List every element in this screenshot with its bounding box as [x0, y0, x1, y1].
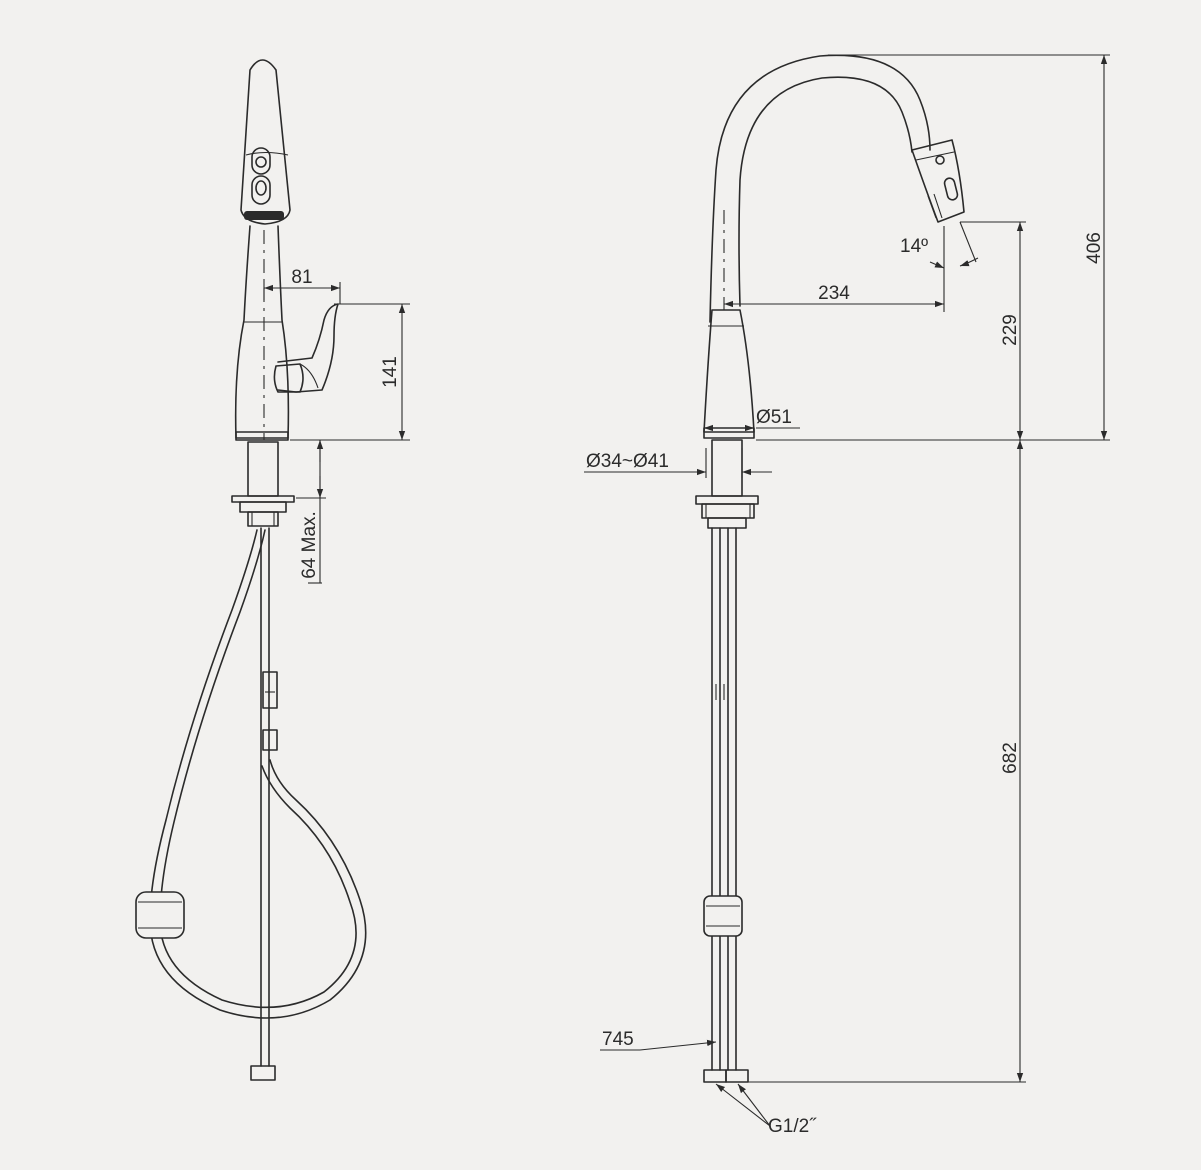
- front-connector-nut-left: [703, 1069, 727, 1083]
- front-hose-weight: [703, 895, 743, 937]
- dim-handle-reach: 81: [291, 267, 312, 288]
- front-shank: [711, 439, 743, 497]
- dim-total-height: 406: [1084, 232, 1105, 264]
- front-deck-plate: [695, 495, 759, 505]
- side-faucet-body: [234, 225, 290, 439]
- front-spray-head: [911, 139, 965, 223]
- side-hose-weight: [135, 891, 185, 939]
- dim-deck-thickness: 64 Max.: [299, 511, 320, 579]
- front-connector-nut-right: [725, 1069, 749, 1083]
- dim-outlet-height: 229: [1000, 314, 1021, 346]
- dim-connection-thread: G1/2˝: [768, 1116, 817, 1137]
- dim-below-deck-length: 682: [1000, 742, 1021, 774]
- dim-hole-diameter: Ø34~Ø41: [586, 451, 669, 472]
- dim-body-diameter: Ø51: [756, 407, 792, 428]
- side-spray-head: [240, 59, 291, 225]
- side-hose-loop: [149, 529, 367, 1019]
- front-view-dimensions: 406 229 682 234 14º Ø51 Ø34~Ø41 745: [584, 54, 1110, 1137]
- dim-hose-length: 745: [602, 1029, 634, 1050]
- side-connector-nut: [250, 1065, 276, 1081]
- side-deck-plate: [231, 495, 295, 503]
- side-view: [135, 59, 367, 1081]
- front-spout: [709, 54, 931, 323]
- side-view-dimensions: 81 141 64 Max.: [263, 267, 410, 584]
- front-faucet-body: [703, 309, 755, 433]
- dim-spout-reach: 234: [818, 283, 850, 304]
- front-view: [695, 54, 965, 1083]
- dim-handle-height: 141: [380, 356, 401, 388]
- dim-spray-angle: 14º: [900, 236, 928, 257]
- side-shank: [247, 441, 279, 497]
- spray-pause-button: [251, 175, 271, 205]
- spray-mode-button: [251, 147, 271, 175]
